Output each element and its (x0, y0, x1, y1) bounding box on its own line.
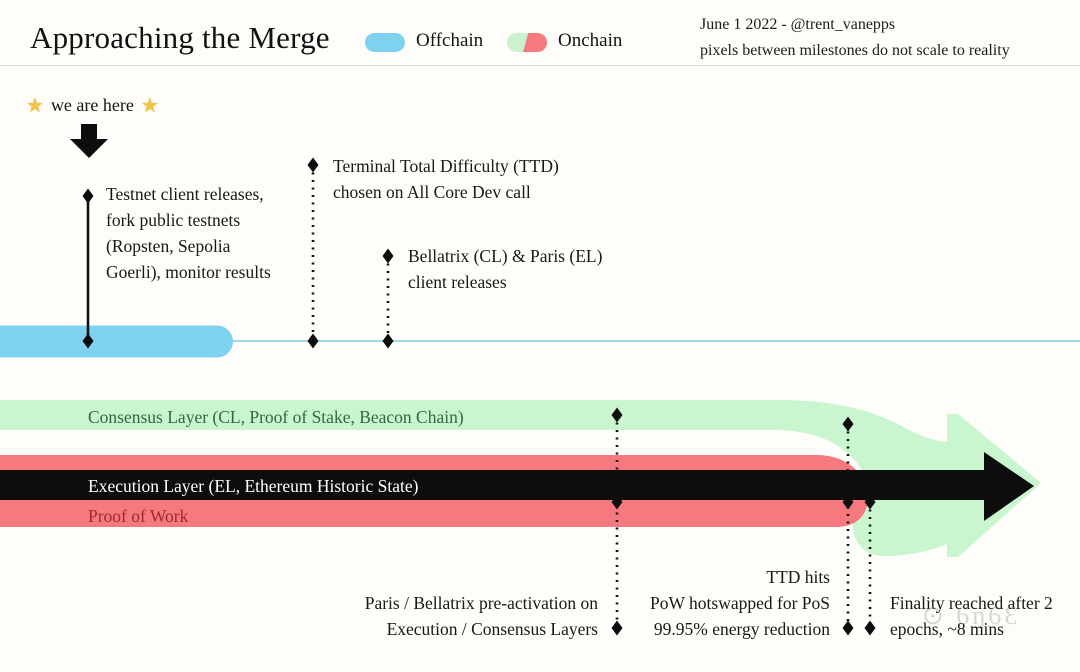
milestone-line: PoW hotswapped for PoS (649, 593, 830, 613)
star-icon: ★ (26, 94, 44, 117)
milestone-line: Paris / Bellatrix pre-activation on (364, 593, 598, 613)
milestone-line: Testnet client releases, (106, 184, 264, 204)
diamond-marker-icon (842, 494, 854, 510)
milestone-diamonds (82, 157, 876, 636)
proof-of-work-label: Proof of Work (88, 506, 189, 526)
diamond-marker-icon (382, 248, 394, 264)
diamond-marker-icon (307, 157, 319, 173)
milestone-client-releases-text: Bellatrix (CL) & Paris (EL) client relea… (408, 243, 602, 295)
milestone-line: fork public testnets (106, 210, 241, 230)
diamond-marker-icon (382, 333, 394, 349)
milestone-line: Goerli), monitor results (106, 262, 271, 282)
down-arrow-icon (70, 124, 108, 158)
offchain-bar (0, 325, 233, 358)
execution-black-arrow (0, 452, 1034, 521)
consensus-layer-label: Consensus Layer (CL, Proof of Stake, Bea… (88, 407, 464, 427)
milestone-line: Finality reached after 2 (890, 593, 1053, 613)
diamond-marker-icon (864, 494, 876, 510)
milestone-finality-text: Finality reached after 2 epochs, ~8 mins (890, 590, 1065, 642)
scale-disclaimer: pixels between milestones do not scale t… (700, 42, 1010, 59)
milestone-line: (Ropsten, Sepolia (106, 236, 231, 256)
milestone-line: 99.95% energy reduction (653, 619, 830, 639)
consensus-green-arrow (0, 400, 1041, 557)
milestone-line: Terminal Total Difficulty (TTD) (333, 156, 559, 176)
milestone-line: chosen on All Core Dev call (333, 182, 531, 202)
diamond-marker-icon (82, 188, 94, 204)
milestone-ttd-hits-text: TTD hits PoW hotswapped for PoS 99.95% e… (600, 564, 830, 642)
diamond-marker-icon (864, 620, 876, 636)
onchain-legend-label: Onchain (558, 30, 623, 51)
diamond-marker-icon (842, 416, 854, 432)
offchain-legend-swatch (365, 33, 405, 52)
diamond-marker-icon (611, 407, 623, 423)
milestone-preactivation-text: Paris / Bellatrix pre-activation on Exec… (340, 590, 598, 642)
we-are-here-marker: ★ we are here ★ (26, 95, 159, 116)
milestone-line: TTD hits (766, 567, 830, 587)
diamond-marker-icon (611, 620, 623, 636)
offchain-legend-label: Offchain (416, 30, 484, 51)
milestone-line: epochs, ~8 mins (890, 619, 1004, 639)
milestone-line: client releases (408, 272, 507, 292)
diamond-marker-icon (82, 333, 94, 349)
milestone-connectors (86, 165, 872, 628)
milestone-line: Bellatrix (CL) & Paris (EL) (408, 246, 603, 266)
diamond-marker-icon (307, 333, 319, 349)
execution-layer-label: Execution Layer (EL, Ethereum Historic S… (88, 476, 419, 496)
diamond-marker-icon (842, 620, 854, 636)
watermark-overlay: ⊙ 6ɳ6Ɛ (922, 601, 1021, 630)
page-title: Approaching the Merge (30, 20, 330, 55)
header-divider (0, 65, 1080, 66)
we-are-here-label: we are here (50, 95, 134, 115)
star-icon: ★ (140, 94, 159, 117)
credit-line: June 1 2022 - @trent_vanepps (700, 16, 896, 33)
milestone-testnet-text: Testnet client releases, fork public tes… (106, 181, 271, 285)
milestone-ttd-chosen-text: Terminal Total Difficulty (TTD) chosen o… (333, 153, 559, 205)
onchain-legend-swatch (507, 33, 547, 52)
diamond-marker-icon (611, 494, 623, 510)
milestone-line: Execution / Consensus Layers (386, 619, 598, 639)
